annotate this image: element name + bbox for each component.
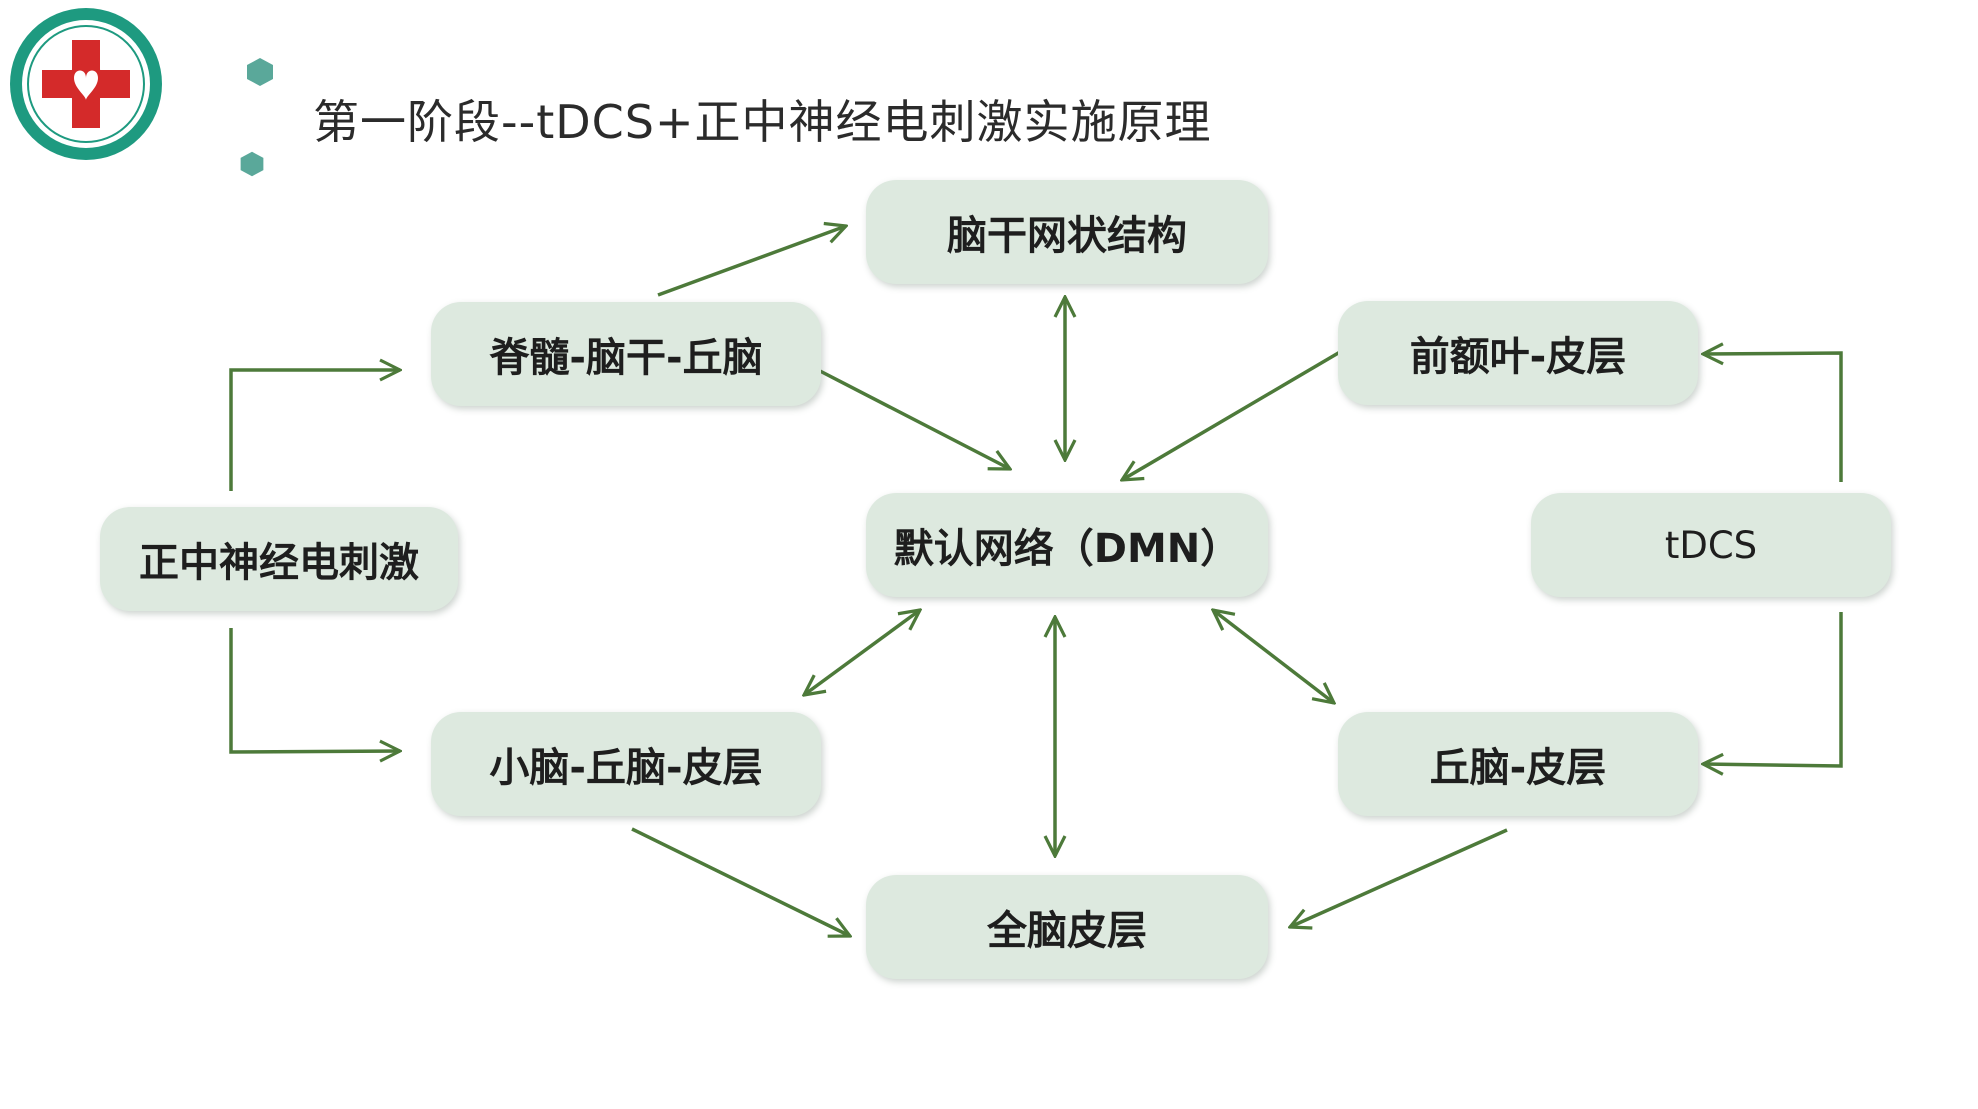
node-spinal-brainstem-thalamus: 脊髓-脑干-丘脑: [431, 302, 821, 406]
node-brainstem-reticular: 脑干网状结构: [866, 180, 1268, 284]
arrow-dmn-cerebellum: [804, 610, 920, 695]
node-prefrontal-cortex: 前额叶-皮层: [1338, 301, 1698, 405]
hospital-logo: [10, 8, 162, 160]
node-thalamus-cortex: 丘脑-皮层: [1338, 712, 1698, 816]
arrow-prefrontal-to-dmn: [1122, 350, 1341, 480]
slide-title: 第一阶段--tDCS+正中神经电刺激实施原理: [313, 95, 1212, 149]
node-cerebellum-thalamus-cortex: 小脑-丘脑-皮层: [431, 712, 821, 816]
arrow-spinal-to-dmn: [819, 369, 1010, 469]
arrow-tdcs-to-prefrontal: [1703, 353, 1843, 482]
arrow-thalamus-to-whole-cortex: [1290, 828, 1508, 927]
arrow-cerebellum-to-whole-cortex: [631, 827, 850, 936]
node-tdcs: tDCS: [1531, 493, 1891, 597]
node-median-nerve-stimulation: 正中神经电刺激: [100, 507, 458, 611]
hexagon-bullet-icon: [247, 58, 273, 86]
arrow-median-to-cerebellum: [229, 628, 400, 752]
hexagon-bullet-icon: [240, 151, 264, 177]
node-default-mode-network: 默认网络（DMN）: [866, 493, 1268, 597]
arrow-tdcs-to-thalamus: [1703, 612, 1843, 766]
arrow-median-to-spinal: [229, 370, 400, 491]
arrow-spinal-to-reticular: [657, 226, 846, 297]
arrow-dmn-thalamus: [1213, 610, 1334, 703]
node-whole-brain-cortex: 全脑皮层: [866, 875, 1268, 979]
